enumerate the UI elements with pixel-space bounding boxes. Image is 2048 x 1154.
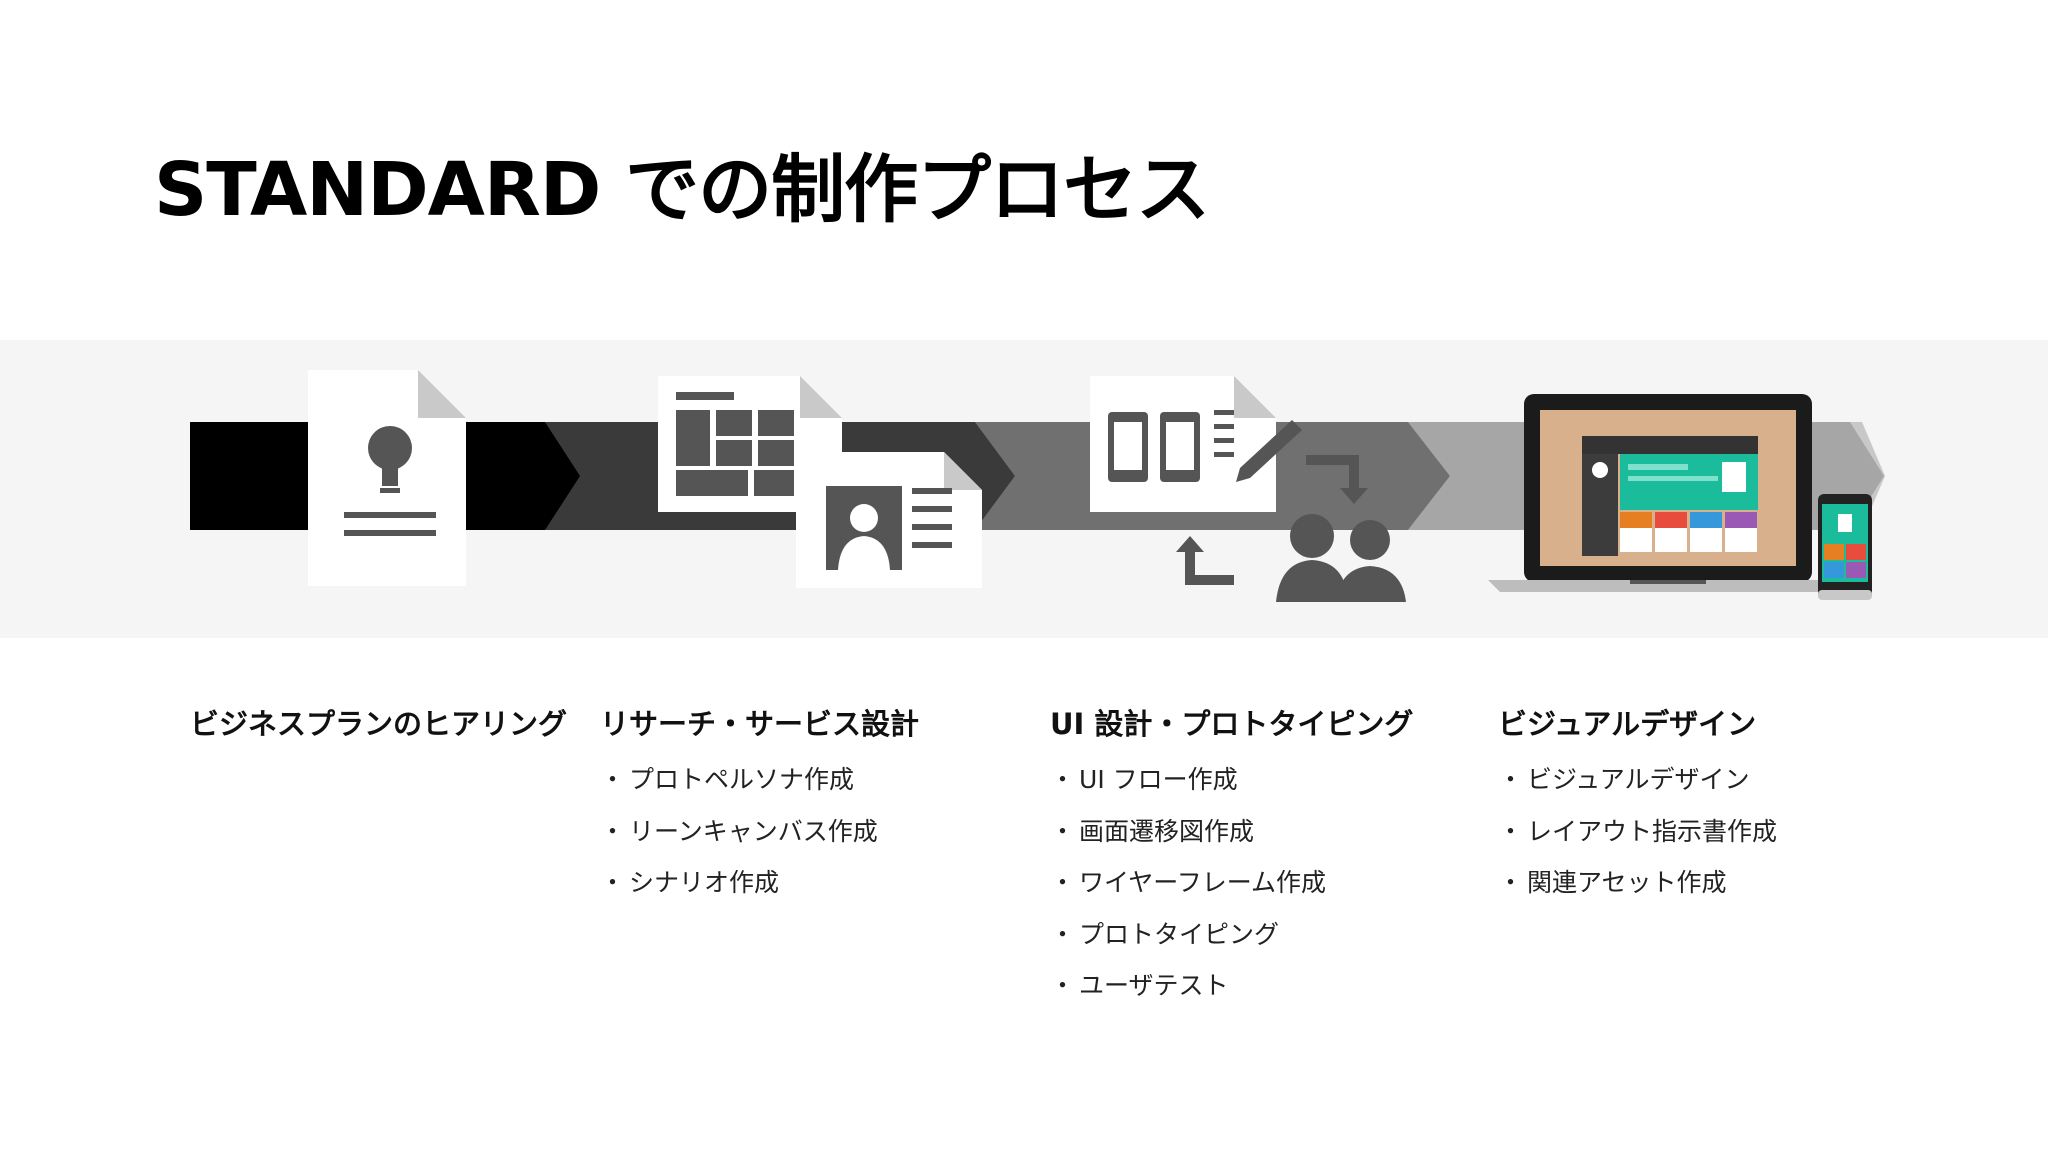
bullet: ・ [600,816,626,846]
item-label: プロトペルソナ作成 [629,765,855,794]
list-item: ・画面遷移図作成 [1050,806,1413,858]
page-title: STANDARD での制作プロセス [154,147,1210,233]
item-label: ビジュアルデザイン [1527,765,1750,794]
step-title: UI 設計・プロトタイピング [1050,707,1414,741]
profile-document-icon [796,452,982,588]
laptop-icon [1488,394,1848,592]
lightbulb-document-icon [308,370,466,586]
item-label: ユーザテスト [1079,971,1229,1000]
item-label: ワイヤーフレーム作成 [1079,868,1327,897]
step-title: ビジュアルデザイン [1498,707,1757,741]
step-title: ビジネスプランのヒアリング [190,707,568,741]
bullet: ・ [1498,868,1524,897]
list-item: ・プロトペルソナ作成 [600,754,919,806]
step-title: リサーチ・サービス設計 [600,707,920,741]
step-research-service-design: リサーチ・サービス設計 ・プロトペルソナ作成 ・リーンキャンバス作成 ・シナリオ… [600,700,919,909]
item-label: プロトタイピング [1079,919,1280,949]
step-items: ・プロトペルソナ作成 ・リーンキャンバス作成 ・シナリオ作成 [600,754,919,909]
step-items: ・UI フロー作成 ・画面遷移図作成 ・ワイヤーフレーム作成 ・プロトタイピング… [1050,754,1413,1012]
list-item: ・ビジュアルデザイン [1498,754,1777,806]
bullet: ・ [600,765,626,794]
bullet: ・ [1498,816,1524,846]
step-visual-design: ビジュアルデザイン ・ビジュアルデザイン ・レイアウト指示書作成 ・関連アセット… [1498,700,1777,909]
bullet: ・ [1498,765,1524,794]
users-icon [1276,514,1406,602]
item-label: 画面遷移図作成 [1079,816,1255,846]
item-label: レイアウト指示書作成 [1527,816,1778,846]
list-item: ・リーンキャンバス作成 [600,806,919,858]
step-business-hearing: ビジネスプランのヒアリング [190,700,567,754]
list-item: ・プロトタイピング [1050,909,1413,961]
list-item: ・レイアウト指示書作成 [1498,806,1777,858]
item-label: 関連アセット作成 [1527,868,1727,897]
list-item: ・ユーザテスト [1050,960,1413,1012]
step-ui-design-prototyping: UI 設計・プロトタイピング ・UI フロー作成 ・画面遷移図作成 ・ワイヤーフ… [1050,700,1413,1012]
bullet: ・ [1050,919,1076,949]
bullet: ・ [1050,816,1076,846]
bullet: ・ [1050,765,1076,794]
process-flow-diagram [190,370,1885,602]
item-label: UI フロー作成 [1079,765,1238,794]
smartphone-icon [1818,494,1872,600]
list-item: ・UI フロー作成 [1050,754,1413,806]
list-item: ・関連アセット作成 [1498,857,1777,909]
step-items: ・ビジュアルデザイン ・レイアウト指示書作成 ・関連アセット作成 [1498,754,1777,909]
process-band [0,340,2048,638]
wireframe-document-icon [1090,376,1302,512]
list-item: ・シナリオ作成 [600,857,919,909]
iteration-arrows-icon [1176,455,1368,585]
item-label: シナリオ作成 [629,868,780,897]
bullet: ・ [1050,868,1076,897]
bullet: ・ [1050,971,1076,1000]
bullet: ・ [600,868,626,897]
item-label: リーンキャンバス作成 [629,816,878,846]
list-item: ・ワイヤーフレーム作成 [1050,857,1413,909]
